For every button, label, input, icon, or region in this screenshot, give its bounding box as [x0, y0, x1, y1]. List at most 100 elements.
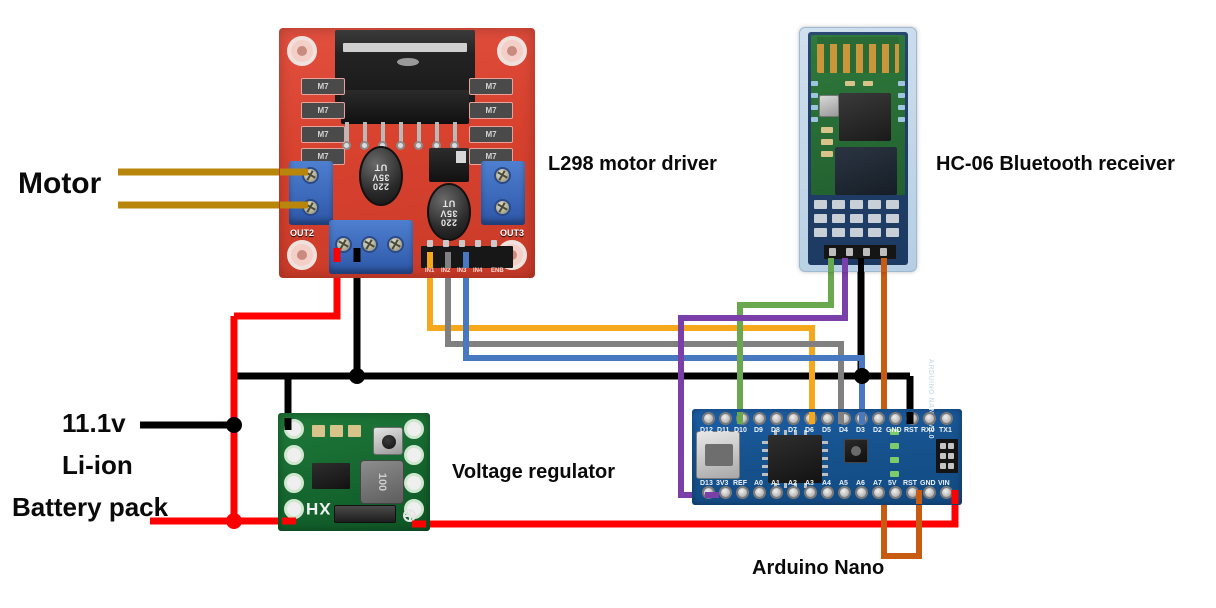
label-motor: Motor [18, 167, 102, 200]
nano-pad-a5[interactable] [838, 486, 851, 499]
diode-marking: M7 [317, 82, 329, 91]
mini-usb-connector[interactable] [696, 431, 740, 479]
label-battery-pack: Battery pack [12, 492, 169, 522]
pin-in1[interactable] [427, 240, 433, 247]
nano-pad-d4[interactable] [838, 412, 851, 425]
nano-pad-rst-bottom[interactable] [906, 486, 919, 499]
nano-pad-d9[interactable] [753, 412, 766, 425]
nano-pad-d6[interactable] [804, 412, 817, 425]
pin-label-d9: D9 [754, 427, 763, 434]
nano-pad-gnd-bottom[interactable] [923, 486, 936, 499]
hc06-pin-txd[interactable] [846, 248, 853, 256]
nano-pad-tx1[interactable] [940, 412, 953, 425]
nano-pad-d8[interactable] [770, 412, 783, 425]
pin-label-3v3: 3V3 [716, 480, 729, 487]
pin-label-d3: D3 [856, 427, 865, 434]
icsp-header[interactable] [936, 439, 958, 473]
terminal-power-block[interactable] [329, 220, 413, 274]
nano-pad-a0[interactable] [753, 486, 766, 499]
pin-label-enb: ENB [491, 268, 504, 274]
nano-pad-a7[interactable] [872, 486, 885, 499]
terminal-screw[interactable] [302, 199, 319, 216]
pin-in2[interactable] [443, 240, 449, 247]
label-out2: OUT2 [290, 228, 315, 238]
nano-pad-3v3[interactable] [719, 486, 732, 499]
nano-pad-ref[interactable] [736, 486, 749, 499]
input-pin-header[interactable] [421, 240, 513, 268]
diode-m7: M7 [469, 78, 513, 95]
nano-pad-5v[interactable] [889, 486, 902, 499]
pin-in4[interactable] [475, 240, 481, 247]
nano-pad-a3[interactable] [804, 486, 817, 499]
pin-label-d4: D4 [839, 427, 848, 434]
terminal-out3[interactable] [481, 161, 525, 225]
edge-pad [898, 93, 905, 98]
terminal-screw[interactable] [494, 167, 511, 184]
hc06-pin-gnd[interactable] [863, 248, 870, 256]
nano-pad-gnd-top[interactable] [889, 412, 902, 425]
regulator-pad-in-plus[interactable] [284, 419, 304, 439]
edge-pad [811, 81, 818, 86]
regulator-pad-out-minus[interactable] [284, 499, 304, 519]
terminal-out1[interactable] [289, 161, 333, 225]
nano-pad-d11[interactable] [719, 412, 732, 425]
diode-m7: M7 [469, 148, 513, 165]
regulator-pad-spare-right1[interactable] [404, 445, 424, 465]
terminal-screw-5v[interactable] [387, 236, 404, 253]
hc06-pin-header[interactable] [824, 245, 896, 259]
diode-marking: M7 [485, 82, 497, 91]
nano-pad-d12[interactable] [702, 412, 715, 425]
label-voltage-regulator: Voltage regulator [452, 461, 615, 483]
regulator-pad-out-plus[interactable] [404, 419, 424, 439]
pin-enb[interactable] [491, 240, 497, 247]
pin-in3[interactable] [459, 240, 465, 247]
nano-pad-vin[interactable] [940, 486, 953, 499]
regulator-pad-spare-right2[interactable] [404, 473, 424, 493]
smd-component [330, 425, 343, 437]
nano-pad-a6[interactable] [855, 486, 868, 499]
diode-marking: M7 [317, 152, 329, 161]
edge-pad [811, 117, 818, 122]
nano-pad-a4[interactable] [821, 486, 834, 499]
nano-pad-rst-top[interactable] [906, 412, 919, 425]
hc06-pin-vcc[interactable] [880, 248, 887, 256]
terminal-screw-12v[interactable] [335, 236, 352, 253]
nano-pad-d7[interactable] [787, 412, 800, 425]
mounting-hole [287, 36, 317, 66]
component-voltage-regulator: 100 XH [278, 413, 430, 531]
nano-pad-d2[interactable] [872, 412, 885, 425]
pin-label-d2: D2 [873, 427, 882, 434]
nano-pad-rx0[interactable] [923, 412, 936, 425]
smd-component [821, 151, 833, 157]
pcb-antenna [817, 37, 899, 73]
trim-potentiometer[interactable] [373, 427, 403, 455]
pin-label-a6: A6 [856, 480, 865, 487]
nano-pad-d5[interactable] [821, 412, 834, 425]
nano-pad-d10[interactable] [736, 412, 749, 425]
nano-top-pin-row[interactable] [702, 412, 958, 428]
nano-pad-d3[interactable] [855, 412, 868, 425]
regulator-pad-spare-left[interactable] [284, 473, 304, 493]
nano-pad-a2[interactable] [787, 486, 800, 499]
diode-marking: M7 [485, 130, 497, 139]
reset-button[interactable] [844, 439, 868, 463]
pin-label-d11: D11 [717, 427, 730, 434]
regulator-pad-in-minus[interactable] [284, 445, 304, 465]
pin-label-d12: D12 [700, 427, 713, 434]
terminal-screw[interactable] [494, 199, 511, 216]
nano-pad-d13[interactable] [702, 486, 715, 499]
edge-pad [898, 117, 905, 122]
nano-bottom-pin-row[interactable] [702, 486, 958, 502]
pin-label-d10: D10 [734, 427, 747, 434]
terminal-screw-gnd[interactable] [361, 236, 378, 253]
terminal-screw[interactable] [302, 167, 319, 184]
mp1584-ic [312, 463, 350, 489]
nano-pad-a1[interactable] [770, 486, 783, 499]
pin-label-vin: VIN [938, 480, 950, 487]
hc06-pin-rxd[interactable] [829, 248, 836, 256]
junction-dot-positive [226, 513, 242, 529]
pin-label-in2: IN2 [441, 268, 451, 274]
